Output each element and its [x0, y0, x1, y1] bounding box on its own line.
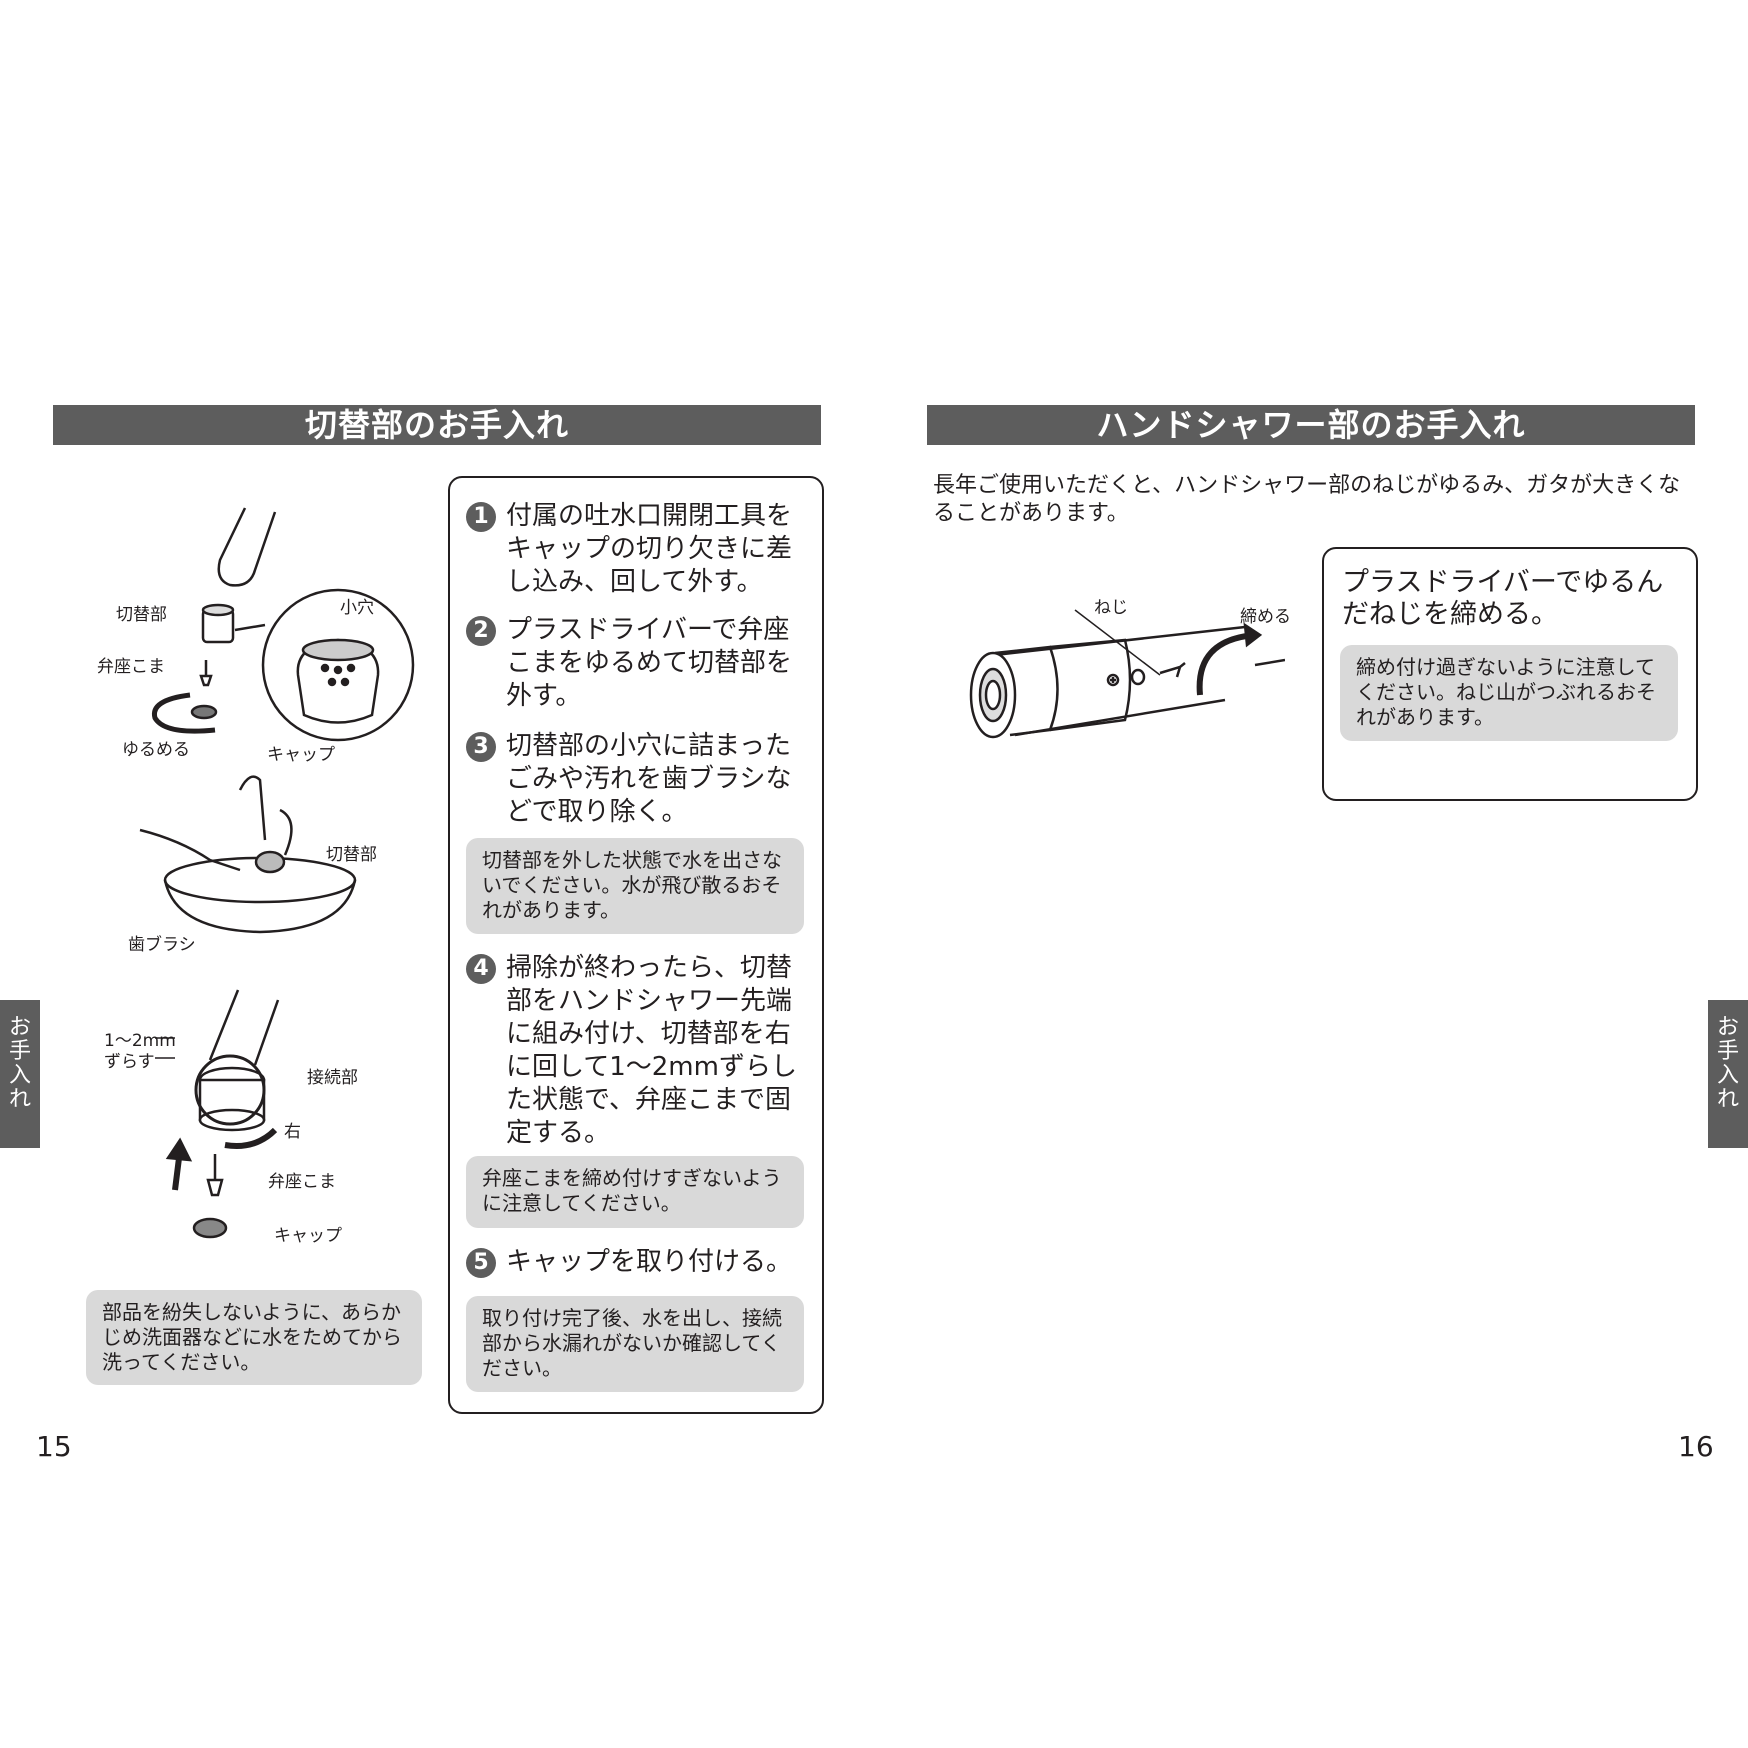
page-number-right: 16 [1678, 1430, 1714, 1463]
label-tighten: 締める [1240, 607, 1291, 627]
label-offset-line1: 1～2mm [104, 1031, 176, 1051]
intro-text: 長年ご使用いただくと、ハンドシャワー部のねじがゆるみ、ガタが大きくなることがあり… [933, 473, 1681, 526]
step-number: 4 [466, 954, 496, 984]
step-4-note: 弁座こまを締め付けすぎないように注意してください。 [466, 1156, 804, 1228]
label-offset-line2: ずらす [104, 1052, 155, 1072]
step-5-note: 取り付け完了後、水を出し、接続部から水漏れがないか確認してください。 [466, 1296, 804, 1392]
step-text: 付属の吐水口開閉工具をキャップの切り欠きに差し込み、回して外す。 [506, 501, 793, 597]
bottom-note: 部品を紛失しないように、あらかじめ洗面器などに水をためてから洗ってください。 [86, 1290, 422, 1385]
right-side-tab: お 手 入 れ [1708, 1000, 1748, 1148]
step-4: 4 掃除が終わったら、切替部をハンドシャワー先端に組み付け、切替部を右に回して1… [466, 952, 806, 1150]
step-number: 2 [466, 616, 496, 646]
label-cap: キャップ [267, 745, 335, 765]
label-loosen: ゆるめる [122, 740, 190, 760]
label-switch-part-2: 切替部 [326, 845, 377, 865]
label-cap-2: キャップ [274, 1226, 342, 1246]
left-side-tab: お 手 入 れ [0, 1000, 40, 1148]
label-valve-piece: 弁座こま [97, 657, 165, 677]
label-switch-part: 切替部 [116, 605, 167, 625]
label-screw: ねじ [1094, 598, 1128, 618]
step-text: プラスドライバーで弁座こまをゆるめて切替部を外す。 [506, 615, 793, 711]
step-number: 5 [466, 1248, 496, 1278]
side-tab-char: れ [1716, 1087, 1739, 1112]
label-toothbrush: 歯ブラシ [128, 935, 196, 955]
steps-box: 1 付属の吐水口開閉工具をキャップの切り欠きに差し込み、回して外す。 2 プラス… [448, 476, 824, 1414]
side-tab-char: お [1716, 1015, 1739, 1040]
step-2: 2 プラスドライバーで弁座こまをゆるめて切替部を外す。 [466, 614, 806, 713]
side-tab-char: 手 [1716, 1039, 1739, 1064]
step-number: 3 [466, 732, 496, 762]
tip-title: プラスドライバーでゆるんだねじを締める。 [1342, 567, 1664, 630]
page-number-left: 15 [36, 1430, 72, 1463]
step-text: 切替部の小穴に詰まったごみや汚れを歯ブラシなどで取り除く。 [506, 731, 792, 827]
right-section-title: ハンドシャワー部のお手入れ [927, 405, 1695, 445]
side-tab-char: お [8, 1015, 31, 1040]
label-right: 右 [284, 1122, 301, 1142]
side-tab-char: 入 [8, 1063, 31, 1088]
label-valve-piece-2: 弁座こま [268, 1172, 336, 1192]
step-3-note: 切替部を外した状態で水を出さないでください。水が飛び散るおそれがあります。 [466, 838, 804, 934]
step-5: 5 キャップを取り付ける。 [466, 1246, 806, 1279]
step-1: 1 付属の吐水口開閉工具をキャップの切り欠きに差し込み、回して外す。 [466, 500, 806, 599]
hand-shower-illustration [969, 609, 1285, 739]
step-text: キャップを取り付ける。 [506, 1247, 793, 1277]
step-text: 掃除が終わったら、切替部をハンドシャワー先端に組み付け、切替部を右に回して1～2… [506, 953, 797, 1148]
side-tab-char: れ [8, 1087, 31, 1112]
side-tab-char: 入 [1716, 1063, 1739, 1088]
cleaning-illustrations [139, 507, 415, 1239]
label-joint: 接続部 [307, 1068, 358, 1088]
side-tab-char: 手 [8, 1039, 31, 1064]
label-small-hole: 小穴 [340, 598, 374, 618]
step-number: 1 [466, 502, 496, 532]
tip-note: 締め付け過ぎないように注意してください。ねじ山がつぶれるおそれがあります。 [1340, 645, 1678, 741]
tip-box: プラスドライバーでゆるんだねじを締める。 締め付け過ぎないように注意してください… [1322, 547, 1698, 801]
left-section-title: 切替部のお手入れ [53, 405, 821, 445]
step-3: 3 切替部の小穴に詰まったごみや汚れを歯ブラシなどで取り除く。 [466, 730, 806, 829]
